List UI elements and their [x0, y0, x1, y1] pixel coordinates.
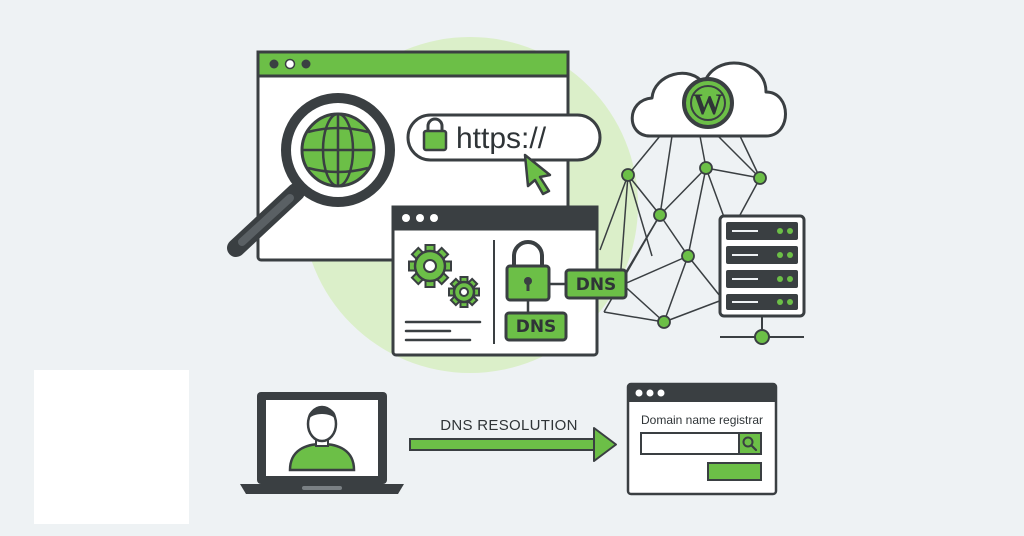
server-icon: [718, 214, 806, 345]
url-bar: https://: [406, 113, 602, 162]
window-dot: [430, 214, 438, 222]
padlock-icon: [422, 117, 448, 152]
network-nodes: [621, 161, 767, 329]
window-dot: [301, 59, 311, 69]
window-dot: [269, 59, 279, 69]
registrar-submit-button[interactable]: [707, 462, 762, 481]
dns-label-secondary: DNS: [516, 317, 557, 337]
registrar-window: Domain name registrar: [626, 382, 778, 496]
user-icon: [288, 405, 356, 472]
registrar-search-input[interactable]: [640, 432, 740, 455]
url-text: https://: [456, 122, 547, 155]
globe-icon: [300, 112, 376, 188]
magnifier-icon: [227, 93, 395, 257]
dns-resolution-label: DNS RESOLUTION: [440, 417, 578, 434]
laptop-icon: [240, 392, 404, 494]
gear-icon: [448, 276, 480, 308]
dns-resolution-arrow: DNS RESOLUTION: [409, 417, 617, 462]
blank-placeholder: [34, 370, 189, 524]
window-dot: [646, 389, 654, 397]
gear-icon: [408, 244, 452, 288]
window-dot: [402, 214, 410, 222]
dns-badge-primary: DNS: [564, 268, 628, 300]
settings-text-lines: [404, 320, 482, 342]
cloud-icon: W: [630, 61, 787, 138]
search-button[interactable]: [738, 432, 762, 455]
window-dot: [657, 389, 665, 397]
dns-label-primary: DNS: [576, 275, 617, 295]
window-dot: [635, 389, 643, 397]
wordpress-glyph: W: [693, 88, 723, 121]
window-dot: [416, 214, 424, 222]
wordpress-logo-icon: W: [682, 77, 734, 129]
search-icon: [742, 436, 758, 452]
cursor-arrow-icon: [523, 153, 552, 196]
dns-badge-secondary: DNS: [504, 311, 568, 342]
window-dot: [284, 58, 296, 70]
registrar-title: Domain name registrar: [641, 413, 763, 427]
